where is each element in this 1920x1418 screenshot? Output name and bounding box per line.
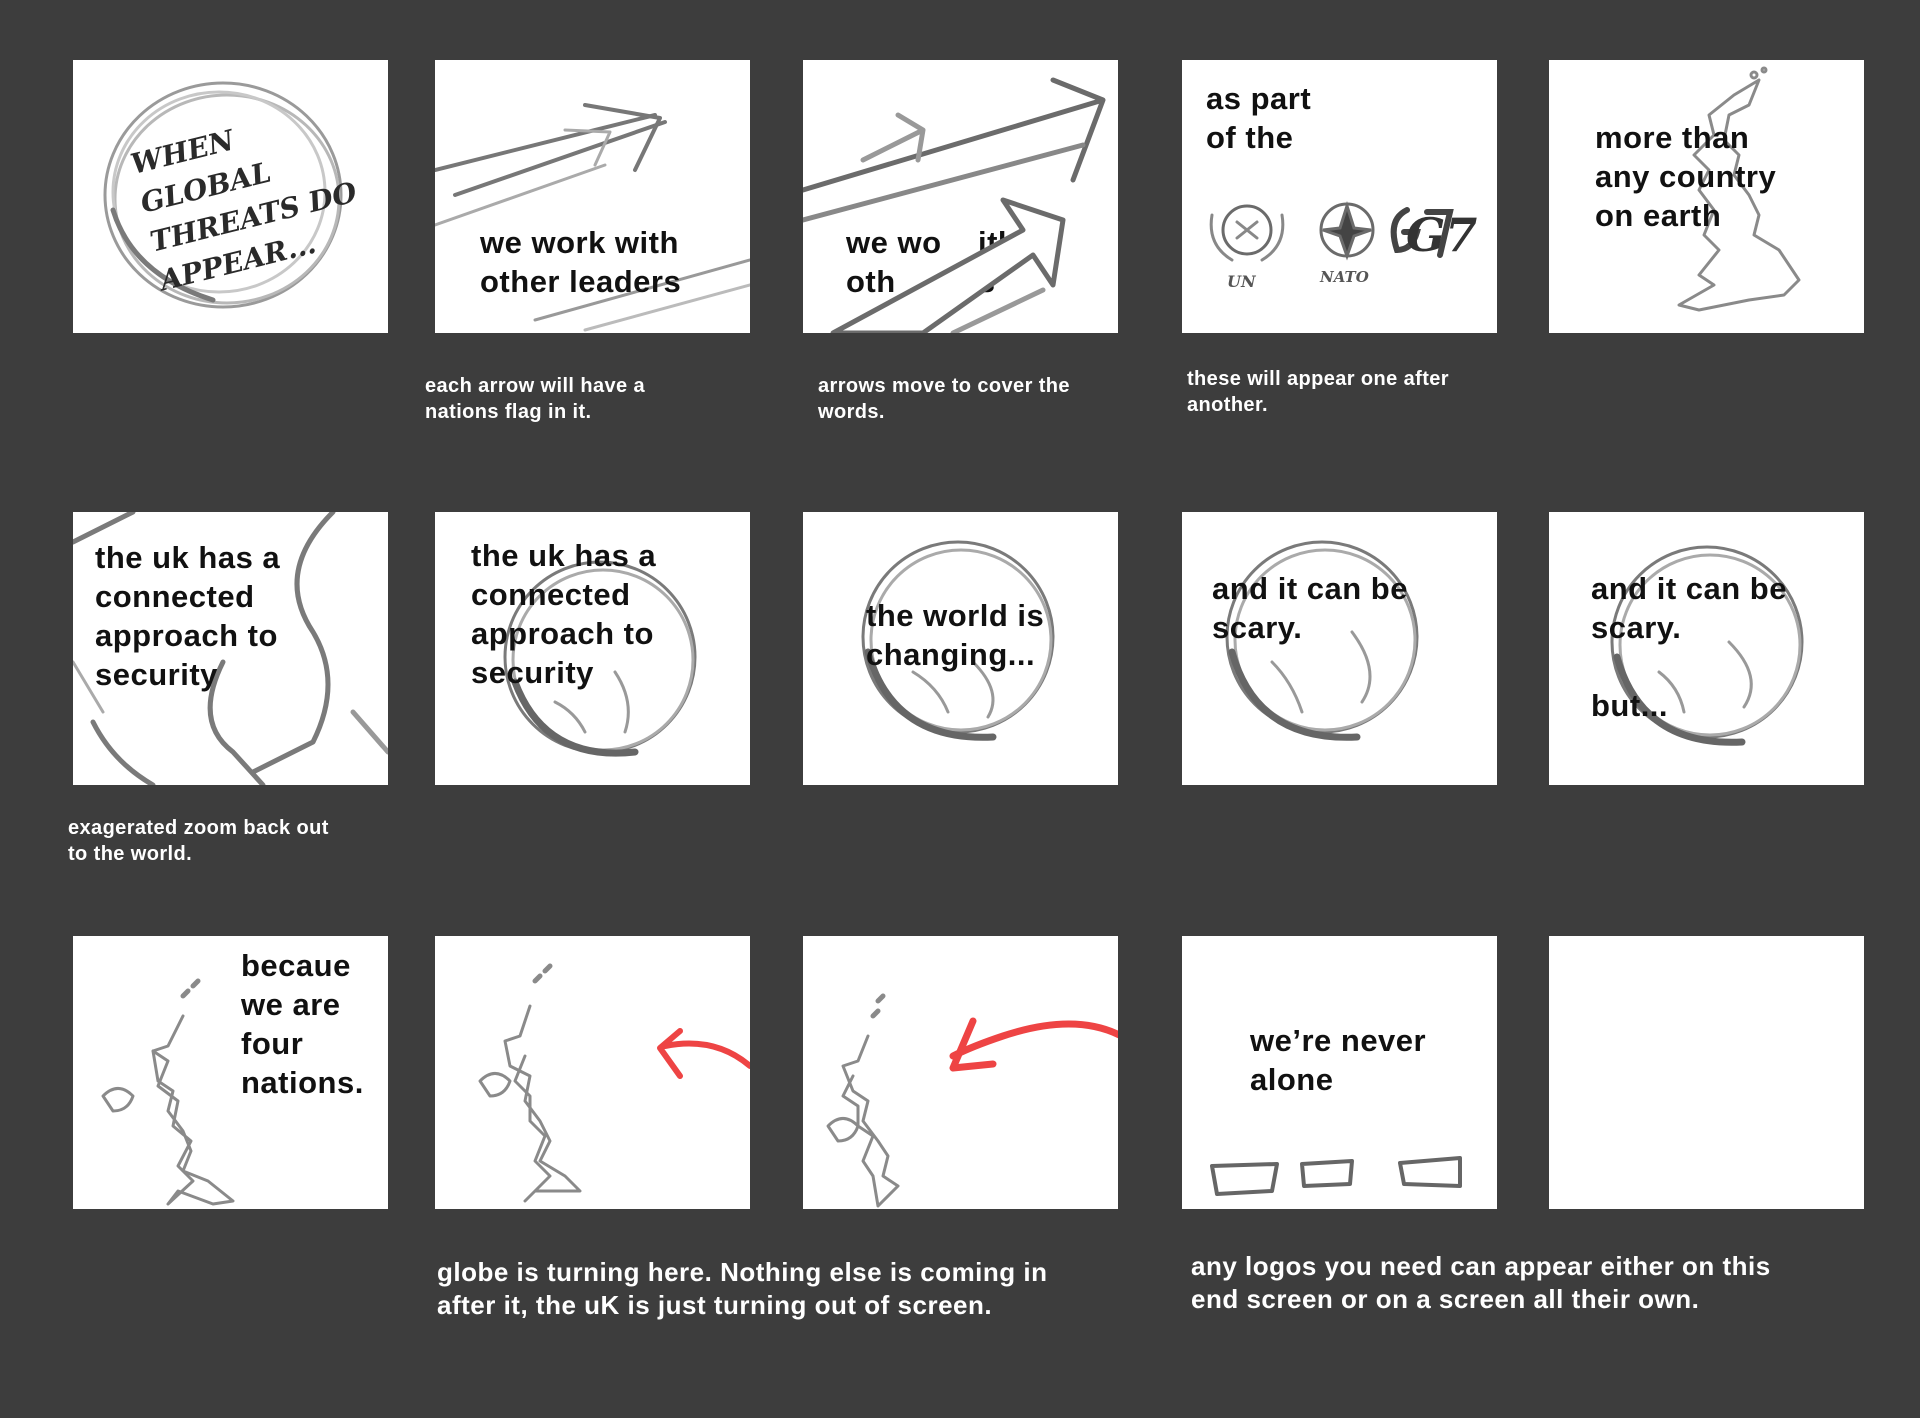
logo-label-g7: G7 [1406, 208, 1478, 262]
logo-label-un: UN [1227, 272, 1256, 291]
frame-5-text: more than any country on earth [1595, 120, 1777, 233]
storyboard-frame-12 [435, 936, 750, 1209]
frame-6-text: the uk has a connected approach to secur… [95, 540, 281, 692]
flags-icon [1210, 1156, 1462, 1196]
note-globe-turning: globe is turning here. Nothing else is c… [437, 1257, 1048, 1320]
storyboard-frame-11: becaue we are four nations. [73, 936, 388, 1209]
storyboard-frame-5: more than any country on earth [1549, 60, 1864, 333]
storyboard-frame-14: we’re never alone [1182, 936, 1497, 1209]
storyboard-frame-10: and it can be scary. but... [1549, 512, 1864, 785]
note-arrows-cover: arrows move to cover the words. [818, 375, 1070, 423]
uk-map-icon [1677, 66, 1801, 312]
globe-icon [1610, 545, 1804, 746]
globe-icon [861, 540, 1055, 741]
storyboard-frame-15-blank [1549, 936, 1864, 1209]
note-arrow-flags: each arrow will have a nations flag in i… [425, 375, 646, 423]
storyboard-frame-8: the world is changing... [803, 512, 1118, 785]
storyboard-frame-7: the uk has a connected approach to secur… [435, 512, 750, 785]
uk-map-with-red-arrow [826, 993, 1118, 1208]
storyboard-frame-13 [803, 936, 1118, 1209]
logo-label-nato: NATO [1320, 268, 1369, 286]
storyboard-frame-1: WHEN GLOBAL THREATS DO APPEAR... [73, 60, 388, 333]
frame-11-text: becaue we are four nations. [241, 948, 364, 1100]
red-arrow-icon [949, 1017, 1118, 1072]
uk-map-zoom-icon [73, 512, 388, 785]
storyboard-frame-4: as part of the UN NATO G7 [1182, 60, 1497, 333]
frame-10-text: and it can be scary. but... [1591, 571, 1787, 723]
uk-map-with-red-arrow [478, 963, 750, 1203]
frame-14-text: we’re never alone [1250, 1023, 1427, 1097]
storyboard-frame-9: and it can be scary. [1182, 512, 1497, 785]
note-appear-sequence: these will appear one after another. [1187, 368, 1449, 416]
frame-8-text: the world is changing... [866, 598, 1045, 672]
globe-icon [503, 560, 697, 757]
frame-2-text: we work with other leaders [480, 225, 682, 299]
note-zoom-out: exagerated zoom back out to the world. [68, 817, 329, 865]
logos-icon [1209, 201, 1454, 262]
globe-sketch-icon [103, 81, 343, 309]
storyboard-frame-2: we work with other leaders [435, 60, 750, 333]
uk-map-icon [101, 978, 235, 1206]
arrows-icon [435, 103, 750, 332]
storyboard-frame-3: we wo ith oth s [803, 60, 1118, 333]
globe-icon [1225, 540, 1419, 741]
arrows-icon [803, 77, 1106, 333]
storyboard-frame-6: the uk has a connected approach to secur… [73, 512, 388, 785]
frame-9-text: and it can be scary. [1212, 571, 1408, 645]
frame-4-text: as part of the [1206, 81, 1312, 155]
note-logos-end: any logos you need can appear either on … [1191, 1251, 1771, 1314]
frame-7-text: the uk has a connected approach to secur… [471, 538, 657, 690]
red-arrow-icon [657, 1028, 750, 1079]
